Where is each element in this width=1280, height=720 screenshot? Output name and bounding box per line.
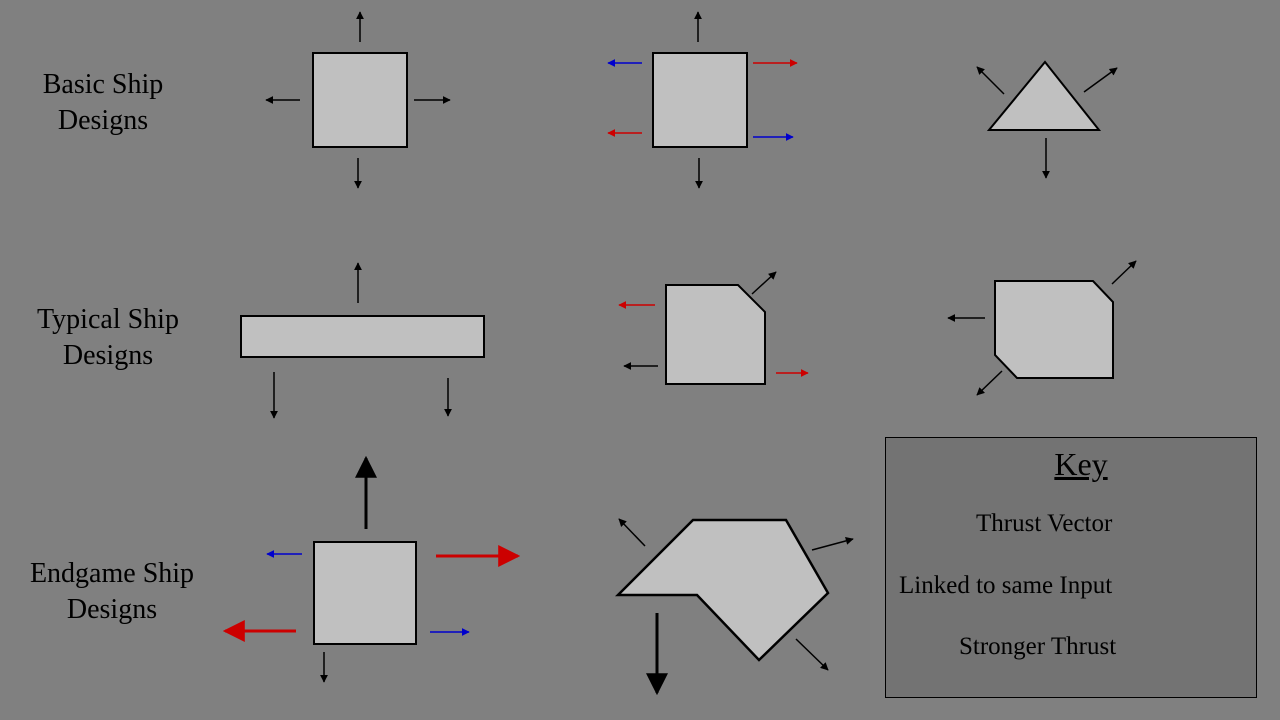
- thrust-arrow-up-right: [811, 537, 854, 551]
- ship-basic-square-1: [265, 11, 451, 189]
- thrust-arrow-up-right: [751, 271, 777, 295]
- ship-typical-bar: [240, 262, 485, 419]
- row-label-line: Designs: [62, 340, 154, 371]
- row-label-endgame: Endgame Ship Designs: [12, 556, 212, 628]
- row-label-line: Endgame Ship: [29, 558, 195, 589]
- thrust-arrow-up-left: [976, 66, 1005, 95]
- ship-basic-square-2: [607, 11, 798, 189]
- key-label-thrust-vector: Thrust Vector: [976, 510, 1113, 537]
- ship-hull: [994, 280, 1114, 379]
- row-label-line: Typical Ship: [37, 304, 179, 335]
- ship-hull: [313, 541, 417, 645]
- row-label-line: Designs: [66, 594, 158, 625]
- thrust-arrow-up-right: [1111, 260, 1137, 285]
- key-title: Key: [1054, 446, 1108, 482]
- key-label-stronger-thrust: Stronger Thrust: [959, 633, 1117, 660]
- ship-hull: [614, 518, 830, 662]
- row-label-line: Designs: [57, 105, 149, 136]
- row-label-line: Basic Ship: [42, 69, 164, 100]
- ship-hull: [240, 315, 485, 358]
- thrust-arrow-up-right: [1083, 67, 1118, 93]
- thrust-arrow-down-right: [795, 638, 829, 671]
- ship-hull: [652, 52, 748, 148]
- ship-hull: [665, 284, 766, 385]
- ship-endgame-square: [222, 455, 521, 683]
- ship-hull: [986, 60, 1102, 131]
- thrust-arrow-down-left: [976, 370, 1003, 396]
- ship-basic-triangle: [976, 60, 1118, 179]
- key-label-linked-input: Linked to same Input: [899, 572, 1113, 599]
- ship-typical-corner-cut: [618, 271, 809, 385]
- thrust-arrow-up-left: [618, 518, 646, 547]
- row-label-typical: Typical Ship Designs: [18, 302, 198, 374]
- legend-key: Key Thrust Vector Linked to same Input S…: [885, 437, 1257, 698]
- ship-endgame-polygon: [614, 518, 854, 696]
- ship-typical-two-corner-cut: [947, 260, 1137, 396]
- ship-hull: [312, 52, 408, 148]
- row-label-basic: Basic Ship Designs: [28, 67, 178, 139]
